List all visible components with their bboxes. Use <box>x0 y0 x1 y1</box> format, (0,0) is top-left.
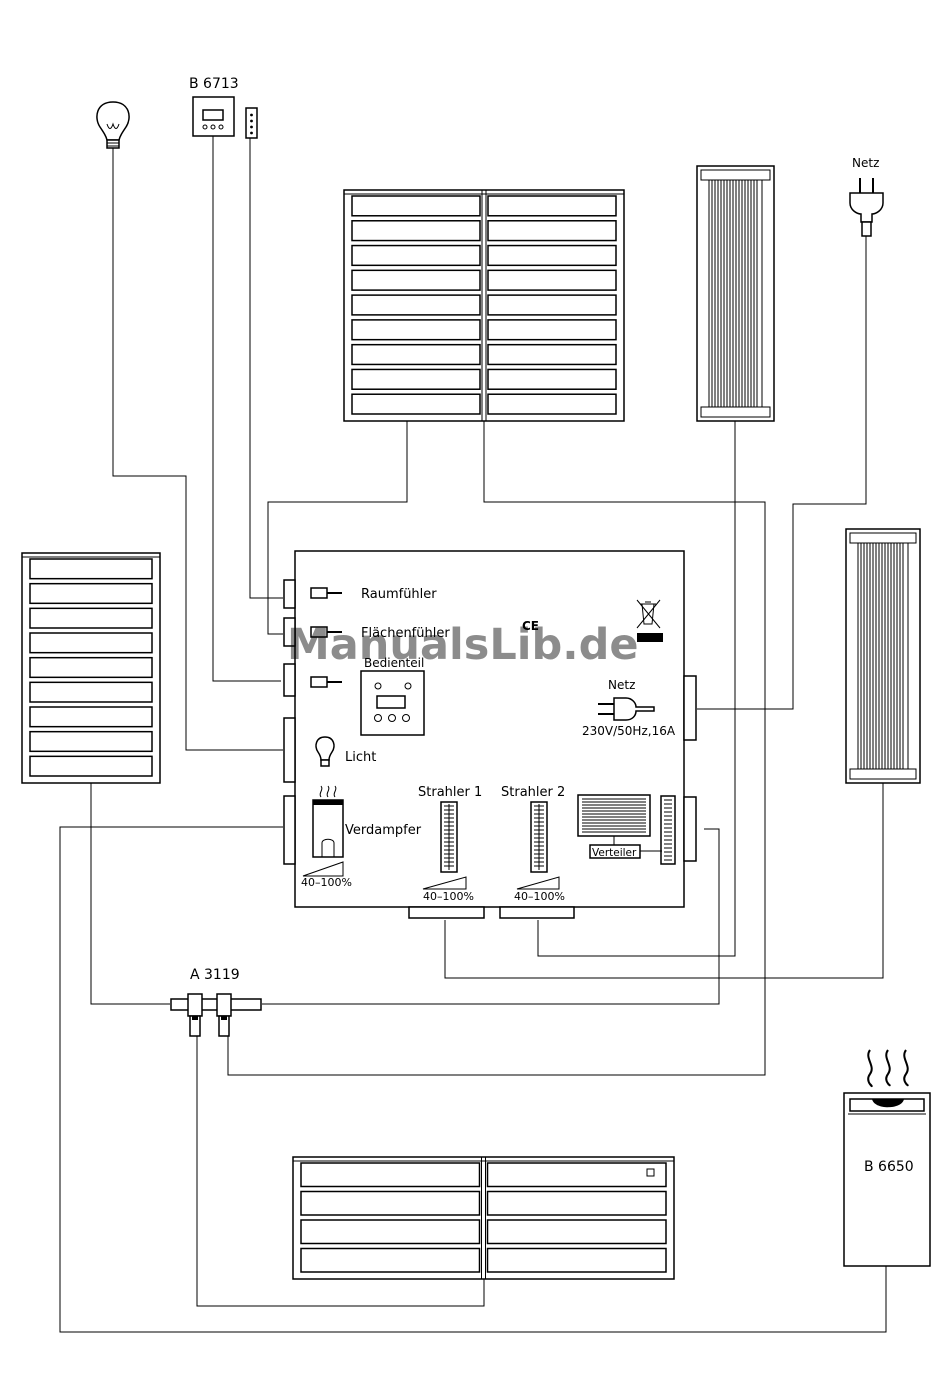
evaporator-unit <box>844 1050 930 1266</box>
connector-light <box>284 718 295 782</box>
radiator-2-label: Strahler 2 <box>501 785 565 800</box>
panel-slat <box>488 196 616 216</box>
panel-slat <box>30 707 152 727</box>
panel-slat <box>488 394 616 414</box>
panel-slat <box>30 682 152 702</box>
distributor-terminal <box>661 796 675 864</box>
connector-room-sensor <box>284 580 295 608</box>
panel-slat <box>301 1220 480 1244</box>
panel-slat <box>30 756 152 776</box>
steam-icon <box>868 1050 907 1086</box>
panel-slat <box>352 295 480 315</box>
range-radiator-2-label: 40–100% <box>514 890 565 903</box>
connector-radiator-2 <box>500 907 574 918</box>
panel-slat <box>488 295 616 315</box>
surface-sensor-icon <box>246 108 257 138</box>
panel-slat <box>352 246 480 266</box>
bottom-heater-panel <box>293 1157 674 1279</box>
panel-slat <box>488 270 616 290</box>
panel-slat <box>352 320 480 340</box>
left-heater-panel <box>22 553 160 783</box>
mains-label-top: Netz <box>852 156 879 170</box>
junction-box-icon <box>171 994 261 1036</box>
distributor-label: Verteiler <box>592 847 637 859</box>
panel-slat <box>352 394 480 414</box>
watermark: ManualsLib.de <box>287 620 639 670</box>
central-control-box: Raumfühler Flächenfühler Bedienteil Lich… <box>284 551 696 918</box>
panel-slat <box>488 1249 667 1273</box>
panel-slat <box>488 369 616 389</box>
panel-slat <box>488 345 616 365</box>
evaporator-label: Verdampfer <box>345 823 422 838</box>
control-unit-icon <box>361 671 424 735</box>
panel-slat <box>352 196 480 216</box>
control-panel-icon <box>193 97 234 136</box>
mains-rating-label: 230V/50Hz,16A <box>582 724 676 738</box>
radiator-frame <box>846 529 920 783</box>
light-bulb-icon <box>97 102 129 148</box>
range-evaporator-label: 40–100% <box>301 876 352 889</box>
panel-slat <box>30 608 152 628</box>
panel-slat <box>352 270 480 290</box>
distributor-frame <box>578 795 650 836</box>
panel-slat <box>30 559 152 579</box>
radiator-1-label: Strahler 1 <box>418 785 482 800</box>
panel-slat <box>488 320 616 340</box>
range-radiator-1-label: 40–100% <box>423 890 474 903</box>
panel-slat <box>352 369 480 389</box>
panel-slat <box>352 221 480 241</box>
junction-code: A 3119 <box>190 967 240 983</box>
panel-slat <box>301 1163 480 1187</box>
room-sensor-label: Raumfühler <box>361 587 437 602</box>
panel-slat <box>488 1163 667 1187</box>
tall-radiator-2 <box>846 529 920 783</box>
panel-slat <box>301 1249 480 1273</box>
mains-plug-icon <box>850 178 883 236</box>
radiator-1-icon <box>441 802 457 872</box>
connector-distributor <box>684 797 696 861</box>
connector-evaporator <box>284 796 295 864</box>
control-panel-code: B 6713 <box>189 76 239 92</box>
mains-label-inner: Netz <box>608 678 635 692</box>
connector-mains <box>684 676 696 740</box>
connector-radiator-1 <box>409 907 484 918</box>
radiator-2-icon <box>531 802 547 872</box>
evaporator-code: B 6650 <box>864 1159 914 1175</box>
tall-radiator-1 <box>697 166 774 421</box>
panel-slat <box>488 1192 667 1216</box>
panel-slat <box>30 584 152 604</box>
panel-slat <box>301 1192 480 1216</box>
panel-slat <box>30 732 152 752</box>
panel-slat <box>488 246 616 266</box>
panel-slat <box>488 1220 667 1244</box>
panel-slat <box>30 658 152 678</box>
light-label: Licht <box>345 750 376 765</box>
panel-slat <box>352 345 480 365</box>
panel-slat <box>488 221 616 241</box>
top-heater-panel <box>344 190 624 421</box>
panel-slat <box>30 633 152 653</box>
